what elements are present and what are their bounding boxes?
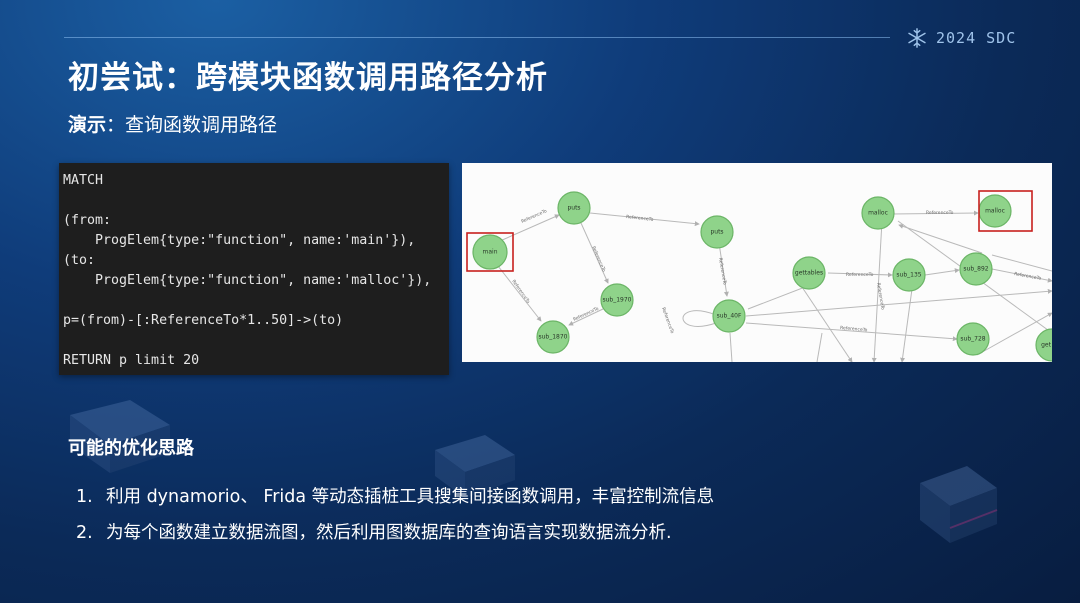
graph-node-sub-1870: sub_1870 — [536, 320, 570, 354]
svg-text:puts: puts — [710, 229, 723, 236]
svg-text:gettables: gettables — [795, 270, 823, 277]
brand-text: 2024 SDC — [936, 29, 1017, 47]
edge-label: ReferenceTo — [660, 307, 675, 335]
graph-node-malloc: malloc — [861, 196, 895, 230]
svg-text:sub_1970: sub_1970 — [602, 297, 631, 304]
graph-edge — [729, 332, 733, 362]
svg-text:sub_892: sub_892 — [963, 266, 988, 273]
code-block: MATCH (from: ProgElem{type:"function", n… — [59, 163, 449, 375]
subtitle-text: ：查询函数调用路径 — [106, 114, 278, 136]
call-graph-svg: ReferenceTo ReferenceTo ReferenceTo Refe… — [466, 190, 1052, 362]
decorative-cube — [920, 466, 998, 543]
code-line: ProgElem{type:"function", name:'malloc'}… — [63, 273, 432, 288]
list-item-number: 2. — [76, 523, 93, 543]
graph-edge — [991, 254, 1052, 272]
edge-label: ReferenceTo — [840, 325, 868, 333]
graph-node-get: get — [1035, 328, 1052, 362]
graph-edge — [871, 220, 883, 362]
page-title: 初尝试：跨模块函数调用路径分析 — [68, 60, 548, 96]
code-line: (from: — [63, 213, 112, 228]
graph-node-malloc: malloc — [978, 194, 1012, 228]
graph-edge — [891, 210, 979, 216]
graph-edge — [827, 272, 893, 278]
graph-node-sub-135: sub_135 — [892, 258, 926, 292]
page-subtitle: 演示：查询函数调用路径 — [68, 110, 277, 137]
highlight-box-main — [466, 232, 514, 272]
graph-node-sub-40f: sub_40F — [712, 299, 746, 333]
graph-edge — [816, 332, 823, 362]
svg-text:malloc: malloc — [868, 210, 888, 217]
graph-node-sub-1970: sub_1970 — [600, 283, 634, 317]
highlight-box-malloc — [978, 190, 1033, 232]
code-line: (to: — [63, 253, 96, 268]
graph-edge — [924, 268, 960, 276]
decorative-cube — [435, 435, 515, 498]
svg-text:main: main — [483, 249, 498, 256]
list-item-text: 为每个函数建立数据流图，然后利用图数据库的查询语言实现数据流分析. — [106, 523, 672, 543]
graph-node-gettables: gettables — [792, 256, 826, 290]
edge-label: ReferenceTo — [520, 208, 548, 225]
edge-label: ReferenceTo — [590, 245, 607, 273]
edge-label: ReferenceTo — [510, 279, 531, 305]
code-line — [63, 191, 449, 211]
graph-edge — [900, 288, 913, 362]
code-line — [63, 331, 449, 351]
svg-text:sub_135: sub_135 — [896, 272, 921, 279]
edge-label: ReferenceTo — [572, 306, 600, 323]
graph-node-puts: puts — [557, 191, 591, 225]
code-line: RETURN p limit 20 — [63, 353, 200, 368]
list-item: 2. 为每个函数建立数据流图，然后利用图数据库的查询语言实现数据流分析. — [76, 521, 714, 557]
svg-text:sub_40F: sub_40F — [717, 313, 742, 320]
list-item-number: 1. — [76, 487, 93, 507]
svg-text:get: get — [1041, 342, 1052, 349]
header-divider — [64, 37, 890, 38]
code-line: p=(from)-[:ReferenceTo*1..50]->(to) — [63, 313, 344, 328]
graph-edge — [745, 322, 958, 342]
subtitle-label: 演示 — [68, 114, 107, 136]
code-line: ProgElem{type:"function", name:'main'}), — [63, 233, 416, 248]
graph-edge — [898, 223, 983, 254]
call-graph: ReferenceTo ReferenceTo ReferenceTo Refe… — [462, 163, 1052, 362]
svg-text:sub_1870: sub_1870 — [538, 334, 567, 341]
brand-logo: 2024 SDC — [906, 26, 1016, 50]
graph-node-puts: puts — [700, 215, 734, 249]
code-line — [63, 291, 449, 311]
graph-edge — [589, 212, 700, 227]
graph-edge — [976, 312, 1052, 356]
edge-label: ReferenceTo — [926, 210, 954, 216]
edge-label: ReferenceTo — [626, 214, 654, 223]
svg-text:puts: puts — [567, 205, 580, 212]
graph-self-loop — [682, 310, 717, 327]
edge-label: ReferenceTo — [846, 272, 874, 278]
edge-label: ReferenceTo — [717, 257, 728, 285]
list-item-text: 利用 dynamorio、 Frida 等动态插桩工具搜集间接函数调用，丰富控制… — [106, 487, 715, 507]
graph-edges — [497, 210, 1052, 362]
optimization-list: 1. 利用 dynamorio、 Frida 等动态插桩工具搜集间接函数调用，丰… — [76, 485, 714, 557]
list-item: 1. 利用 dynamorio、 Frida 等动态插桩工具搜集间接函数调用，丰… — [76, 485, 714, 521]
decorative-cube — [70, 400, 170, 473]
graph-node-main: main — [472, 234, 508, 270]
graph-edge — [568, 308, 604, 326]
snowflake-icon — [908, 28, 926, 48]
svg-text:sub_728: sub_728 — [960, 336, 985, 343]
graph-edge — [718, 242, 729, 297]
edge-label: ReferenceTo — [875, 282, 886, 310]
graph-node-sub-728: sub_728 — [956, 322, 990, 356]
graph-edge — [991, 268, 1052, 283]
graph-edge — [497, 265, 542, 322]
graph-edge — [745, 288, 1052, 317]
graph-edge — [580, 222, 609, 284]
graph-edge — [801, 286, 853, 362]
graph-node-sub-892: sub_892 — [959, 252, 993, 286]
edge-label: ReferenceTo — [1014, 271, 1042, 282]
optimization-title: 可能的优化思路 — [68, 438, 194, 459]
graph-edge — [499, 214, 560, 242]
svg-text:malloc: malloc — [985, 208, 1005, 215]
code-line: MATCH — [63, 173, 104, 188]
